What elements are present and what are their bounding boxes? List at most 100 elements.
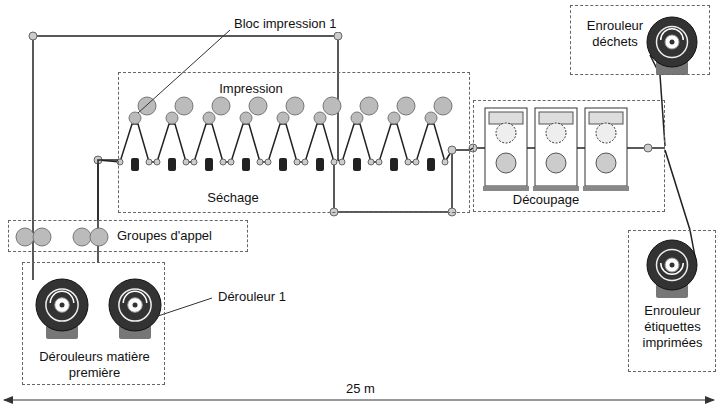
dryer (427, 158, 435, 171)
guide-roller (376, 159, 382, 165)
reel-ring (657, 27, 688, 58)
die-cylinder (496, 123, 516, 143)
reel-axis (670, 263, 675, 268)
die-cut-head (539, 112, 573, 124)
anvil-cylinder (496, 153, 516, 173)
reel-axis (60, 303, 65, 308)
guide-roller (228, 159, 234, 165)
die-cut-base (483, 186, 529, 191)
callout-label: Bloc impression 1 (232, 16, 339, 32)
web-path (98, 124, 473, 252)
reel-hub (665, 258, 679, 272)
print-cylinder (286, 97, 304, 115)
rotation-arrow (661, 29, 684, 40)
guide-roller (265, 159, 271, 165)
print-cylinder (212, 97, 230, 115)
dryer (279, 158, 287, 171)
reel-hub (55, 298, 70, 313)
guide-roller (191, 159, 197, 165)
reel (647, 17, 697, 67)
dryer (205, 158, 213, 171)
guide-roller (413, 159, 419, 165)
zone-label: Groupes d'appel (117, 228, 245, 244)
die-cylinder (546, 123, 566, 143)
reel-axis (670, 40, 675, 45)
zone-label: Impression (191, 81, 311, 97)
printing-drying-zone: ImpressionSéchage (118, 72, 470, 213)
guide-roller (448, 208, 456, 216)
anvil-cylinder (596, 153, 616, 173)
impression-roller (129, 112, 141, 124)
waste-rewinder-zone: Enrouleur déchets (570, 5, 710, 75)
anvil-cylinder (546, 153, 566, 173)
guide-roller (257, 159, 263, 165)
die-cutting-zone: Découpage (473, 100, 665, 212)
guide-roller (442, 159, 448, 165)
web-connector (98, 160, 118, 220)
guide-roller (644, 144, 652, 152)
unwinder-zone: Dérouleurs matière première (22, 262, 165, 385)
dryer (316, 158, 324, 171)
impression-roller (388, 112, 400, 124)
dryer (242, 158, 250, 171)
rotation-arrow (50, 291, 73, 303)
guide-roller (302, 159, 308, 165)
reel-hub (665, 35, 679, 49)
dryer (131, 158, 139, 171)
impression-roller (203, 112, 215, 124)
web-connector (97, 252, 99, 262)
die-cut-base (583, 186, 629, 191)
dimension-line (4, 400, 714, 401)
print-cylinder (434, 97, 452, 115)
web-connector (665, 150, 690, 230)
reel-ring (119, 289, 151, 321)
die-cut-frame (535, 108, 577, 186)
impression-roller (166, 112, 178, 124)
zone-label: Enrouleur étiquettes imprimées (631, 303, 714, 351)
reel-hub (128, 298, 143, 313)
dryer (390, 158, 398, 171)
guide-roller (331, 159, 337, 165)
dryer (353, 158, 361, 171)
die-cut-base (533, 186, 579, 191)
rotation-arrow (661, 263, 684, 274)
impression-roller (277, 112, 289, 124)
guide-roller (405, 159, 411, 165)
guide-roller (294, 159, 300, 165)
guide-roller (339, 159, 345, 165)
zone-label: Dérouleurs matière première (27, 349, 162, 381)
print-cylinder (175, 97, 193, 115)
dimension-label: 25 m (344, 381, 377, 397)
guide-roller (183, 159, 189, 165)
rotation-arrow (123, 291, 146, 303)
guide-roller (448, 146, 456, 154)
print-cylinder (397, 97, 415, 115)
guide-roller (368, 159, 374, 165)
pull-rollers (16, 228, 108, 246)
label-rewinder-zone: Enrouleur étiquettes imprimées (628, 230, 716, 372)
dryer (168, 158, 176, 171)
die-cut-head (589, 112, 623, 124)
guide-roller (154, 159, 160, 165)
guide-roller (220, 159, 226, 165)
zone-label: Enrouleur déchets (579, 18, 651, 50)
reel (36, 279, 88, 331)
guide-roller (330, 208, 338, 216)
reel (109, 279, 161, 331)
zone-label: Découpage (496, 192, 596, 208)
zone-label: Séchage (173, 190, 293, 206)
impression-roller (240, 112, 252, 124)
impression-roller (425, 112, 437, 124)
impression-roller (314, 112, 326, 124)
impression-roller (351, 112, 363, 124)
guide-roller (334, 32, 342, 40)
reel-ring (657, 250, 688, 281)
print-cylinder (249, 97, 267, 115)
die-cylinder (596, 123, 616, 143)
leader-line (152, 298, 212, 318)
die-cut-head (489, 112, 523, 124)
reel (647, 240, 697, 290)
die-cut-frame (485, 108, 527, 186)
